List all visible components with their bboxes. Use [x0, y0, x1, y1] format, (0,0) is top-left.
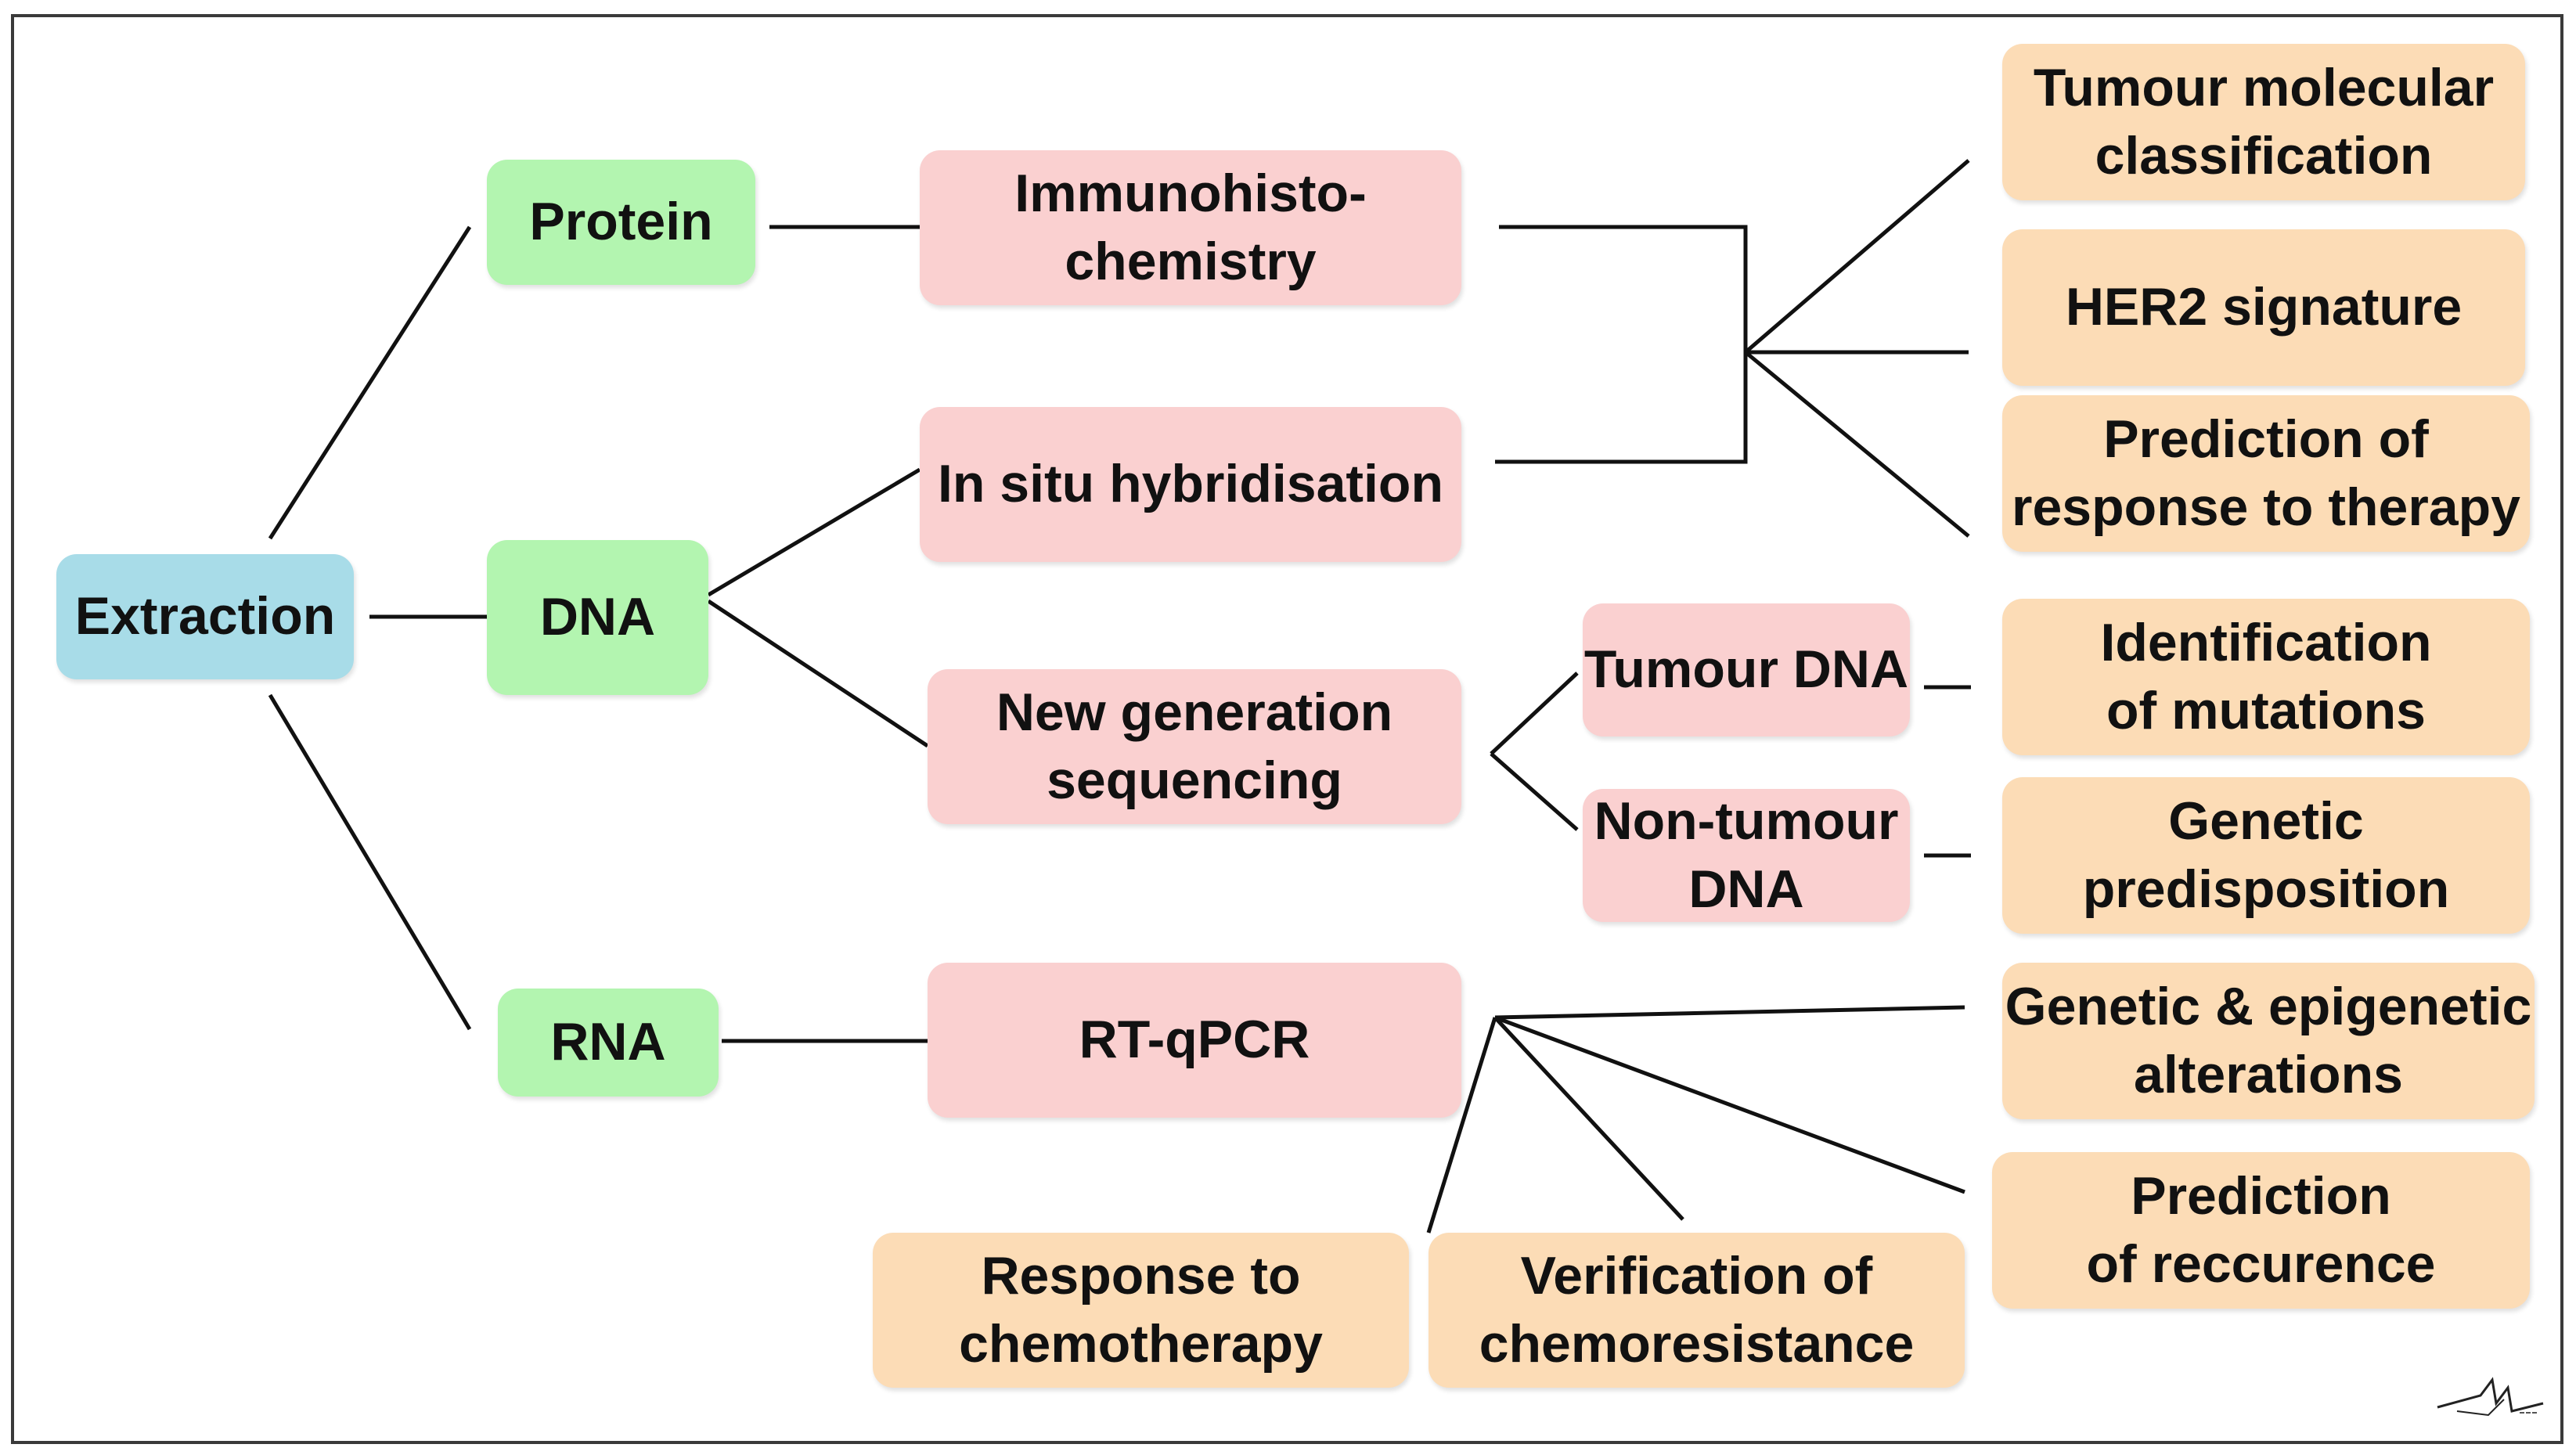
chemotherapy-response-label: Response to chemotherapy	[959, 1245, 1323, 1374]
connector-extraction-rna	[268, 693, 472, 1031]
non-tumour-dna-box: Non-tumour DNA	[1583, 789, 1910, 922]
rna-label: RNA	[550, 1012, 666, 1072]
connector-rtqpcr-chemotherapy	[1426, 1017, 1497, 1234]
connector-rtqpcr-chemoresistance	[1493, 1016, 1684, 1221]
dna-label: DNA	[539, 587, 656, 647]
ish-label: In situ hybridisation	[937, 454, 1444, 514]
chemoresistance-box: Verification of chemoresistance	[1429, 1233, 1965, 1388]
connector-bracket-classification	[1744, 159, 1970, 354]
mutations-box: Identification of mutations	[2002, 599, 2530, 755]
connector-ngs-tumour-dna	[1490, 672, 1579, 755]
recurrence-box: Prediction of reccurence	[1992, 1152, 2530, 1309]
her2-signature-box: HER2 signature	[2002, 229, 2525, 386]
tumour-classification-box: Tumour molecular classification	[2002, 44, 2525, 200]
connector-dna-ngs	[707, 599, 929, 748]
connector-ihc-ish-bracket	[1495, 225, 1748, 464]
extraction-box: Extraction	[56, 554, 354, 679]
connector-ngs-non-tumour-dna	[1490, 752, 1579, 831]
alterations-box: Genetic & epigenetic alterations	[2002, 963, 2535, 1119]
mutations-label: Identification of mutations	[2100, 612, 2432, 740]
recurrence-label: Prediction of reccurence	[2086, 1165, 2436, 1294]
connector-rtqpcr-recurrence	[1494, 1015, 1965, 1194]
chemoresistance-label: Verification of chemoresistance	[1479, 1245, 1915, 1374]
rna-box: RNA	[498, 989, 719, 1097]
prediction-therapy-box: Prediction of response to therapy	[2002, 395, 2530, 552]
ish-box: In situ hybridisation	[920, 407, 1461, 562]
artist-signature-mark	[2437, 1377, 2544, 1417]
protein-box: Protein	[487, 160, 755, 285]
prediction-therapy-label: Prediction of response to therapy	[2012, 409, 2520, 537]
connector-dna-ish	[707, 467, 921, 597]
extraction-label: Extraction	[74, 586, 336, 646]
rtqpcr-label: RT-qPCR	[1079, 1010, 1310, 1070]
rtqpcr-box: RT-qPCR	[928, 963, 1461, 1118]
alterations-label: Genetic & epigenetic alterations	[2005, 976, 2532, 1104]
connector-bracket-prediction	[1744, 351, 1970, 538]
connector-extraction-protein	[268, 225, 472, 540]
her2-signature-label: HER2 signature	[2065, 277, 2463, 337]
ihc-box: Immunohisto- chemistry	[920, 150, 1461, 305]
dna-box: DNA	[487, 540, 708, 695]
tumour-dna-box: Tumour DNA	[1583, 603, 1910, 737]
chemotherapy-response-box: Response to chemotherapy	[873, 1233, 1409, 1388]
predisposition-label: Genetic predisposition	[2082, 791, 2450, 919]
ngs-label: New generation sequencing	[996, 682, 1393, 810]
ihc-label: Immunohisto- chemistry	[1014, 163, 1367, 291]
connector-rtqpcr-alterations	[1494, 1005, 1965, 1020]
tumour-classification-label: Tumour molecular classification	[2033, 57, 2495, 185]
non-tumour-dna-label: Non-tumour DNA	[1594, 791, 1899, 919]
predisposition-box: Genetic predisposition	[2002, 777, 2530, 934]
tumour-dna-label: Tumour DNA	[1583, 639, 1909, 700]
ngs-box: New generation sequencing	[928, 669, 1461, 824]
protein-label: Protein	[529, 192, 713, 252]
